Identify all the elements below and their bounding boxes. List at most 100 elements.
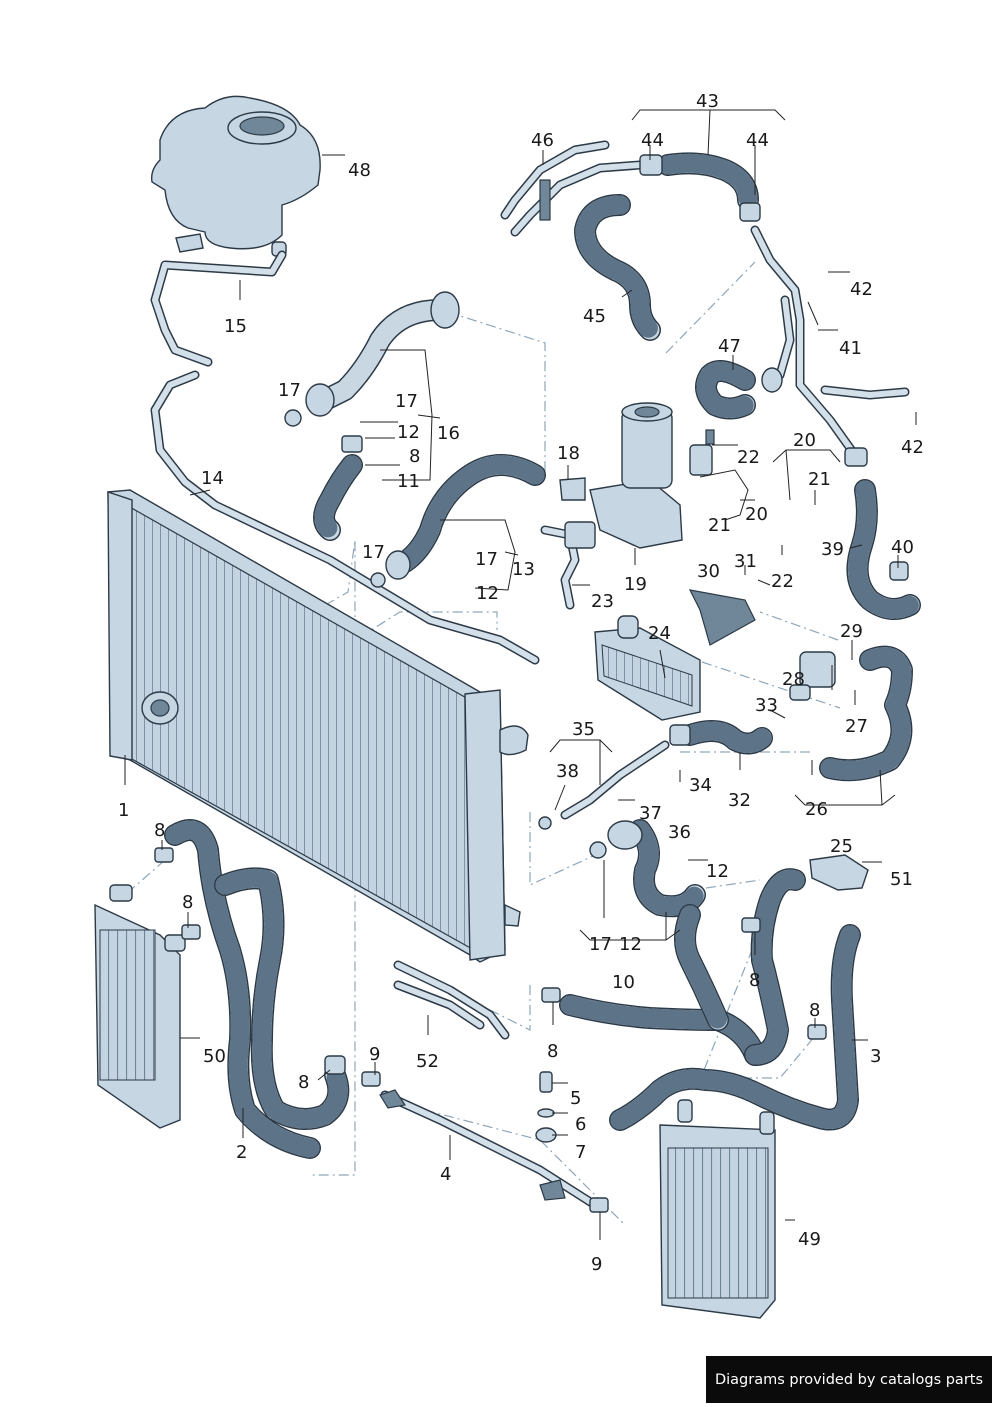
hose-37 [589,819,706,918]
callout-50: 50 [203,1046,226,1067]
callout-42-b: 42 [901,437,924,458]
callout-19: 19 [624,574,647,595]
callout-8-a: 8 [154,820,165,841]
expansion-tank [150,95,321,257]
callout-20-a: 20 [793,430,816,451]
callout-8-b: 8 [182,892,193,913]
callout-48: 48 [348,160,371,181]
callout-39: 39 [821,539,844,560]
hose-26 [819,645,913,782]
fitting-25 [809,854,869,891]
sensor-22 [689,429,715,476]
callout-8-d: 8 [547,1041,558,1062]
lines-52 [393,960,510,1040]
callout-37: 37 [639,803,662,824]
callout-7: 7 [575,1142,586,1163]
small-hose-11 [313,435,363,541]
callout-51: 51 [890,869,913,890]
callout-6: 6 [575,1114,586,1135]
callout-17-b: 17 [395,391,418,412]
callout-10: 10 [612,972,635,993]
callout-12-d: 12 [619,934,642,955]
leader-lines [124,109,917,1240]
callout-15: 15 [224,316,247,337]
callout-45: 45 [583,306,606,327]
bracket-23 [540,521,596,610]
callout-4: 4 [440,1164,451,1185]
callout-17-c: 17 [362,542,385,563]
vent-line [150,250,540,665]
callout-21-a: 21 [708,515,731,536]
callout-8-g: 8 [409,446,420,467]
callout-5: 5 [570,1088,581,1109]
hose-39 [846,479,921,620]
pipe-4 [379,1089,600,1210]
callout-17-a: 17 [278,380,301,401]
hose-2 [164,819,350,1159]
callout-36: 36 [668,822,691,843]
callout-47: 47 [718,336,741,357]
callout-21-b: 21 [808,469,831,490]
radiator [107,489,529,963]
hose-10 [559,868,806,1066]
callout-38: 38 [556,761,579,782]
callout-31: 31 [734,551,757,572]
upper-hose [284,291,460,427]
mount-parts [535,1071,557,1143]
callout-35: 35 [572,719,595,740]
callout-8-c: 8 [298,1072,309,1093]
callout-46: 46 [531,130,554,151]
callout-28: 28 [782,669,805,690]
callout-1: 1 [118,800,129,821]
pipe-41 [750,225,910,467]
callout-25: 25 [830,836,853,857]
callout-2: 2 [236,1142,247,1163]
pipe-35 [538,740,670,830]
callout-43: 43 [696,91,719,112]
callout-8-f: 8 [809,1000,820,1021]
callout-9-a: 9 [369,1044,380,1065]
callout-29: 29 [840,621,863,642]
callout-42-a: 42 [850,279,873,300]
aux-radiator-50 [94,884,186,1129]
callout-17-e: 17 [589,934,612,955]
callout-41: 41 [839,338,862,359]
hose-32 [669,720,773,755]
clamps [154,847,827,1213]
callout-22-a: 22 [737,447,760,468]
callout-12-c: 12 [706,861,729,882]
callout-33: 33 [755,695,778,716]
hose-3 [609,924,861,1131]
callout-44-b: 44 [746,130,769,151]
callout-40: 40 [891,537,914,558]
callout-23: 23 [591,591,614,612]
callout-17-d: 17 [475,549,498,570]
callout-24: 24 [648,623,671,644]
hose-13 [370,454,546,588]
bracket-30 [688,589,756,646]
callout-44-a: 44 [641,130,664,151]
callout-32: 32 [728,790,751,811]
oil-filter-housing [559,402,683,549]
callout-13: 13 [512,559,535,580]
callout-34: 34 [689,775,712,796]
callout-9-b: 9 [591,1254,602,1275]
aux-radiator-49 [659,1099,776,1319]
callout-labels: 1 2 3 4 5 6 7 8 8 8 8 8 8 8 9 9 10 11 12… [118,91,924,1275]
footer-credit: Diagrams provided by catalogs parts [706,1356,992,1403]
callout-12-a: 12 [397,422,420,443]
hose-47 [695,360,783,420]
hose-45 [574,194,661,341]
hose-43 [639,152,761,222]
oil-cooler [594,615,701,721]
callout-14: 14 [201,468,224,489]
callout-16: 16 [437,423,460,444]
callout-20-b: 20 [745,504,768,525]
callout-49: 49 [798,1229,821,1250]
callout-12-b: 12 [476,583,499,604]
callout-8-e: 8 [749,970,760,991]
callout-22-b: 22 [771,571,794,592]
callout-18: 18 [557,443,580,464]
